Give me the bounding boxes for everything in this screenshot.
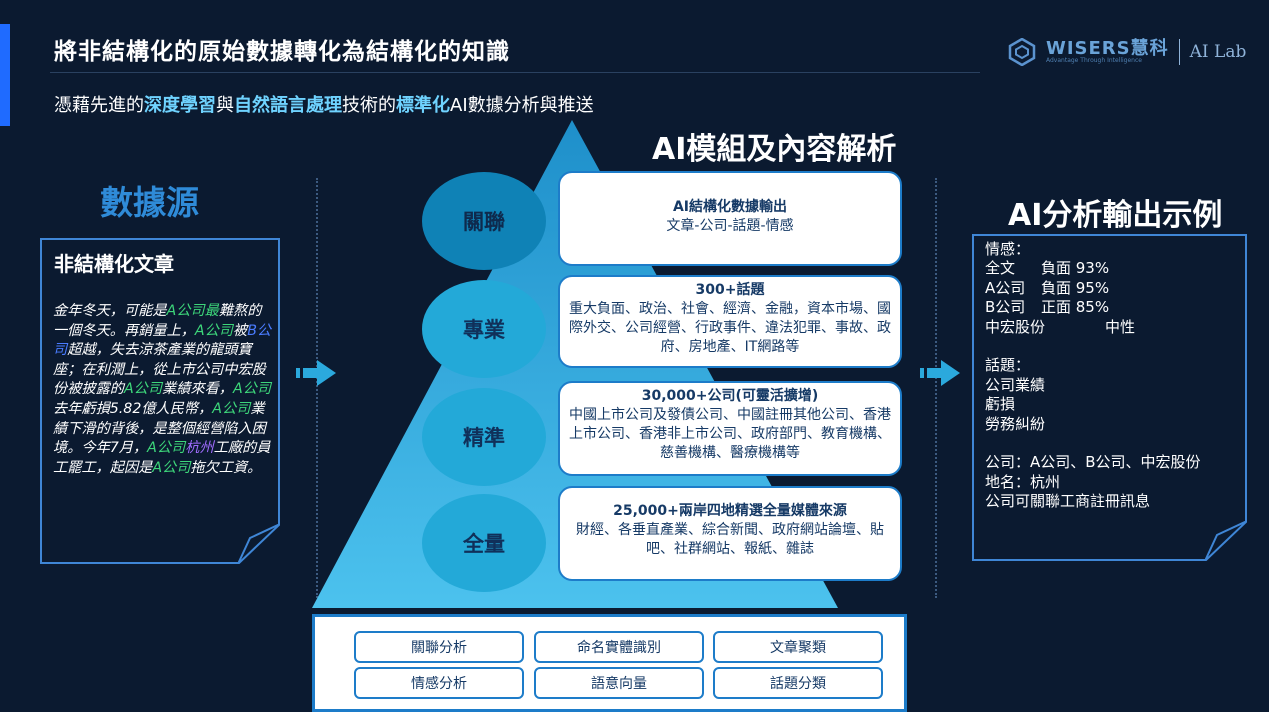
sentiment-entity: A公司 bbox=[985, 278, 1026, 297]
entity-highlight: 杭州 bbox=[185, 440, 214, 457]
page-fold-icon bbox=[1205, 521, 1247, 561]
article-segment: 超越，失去涼茶產業的龍頭寶座；在利潤上，從上市公司中宏股份被披露的 bbox=[53, 342, 266, 398]
arrow-right-icon bbox=[296, 360, 336, 386]
page-fold-icon bbox=[238, 524, 280, 564]
layer-info-title: 25,000+兩岸四地精選全量媒體來源 bbox=[613, 503, 847, 519]
entity-highlight: B公司 bbox=[53, 322, 272, 359]
subtitle-part: 與 bbox=[216, 95, 234, 116]
entity-highlight: A公司 bbox=[123, 381, 163, 398]
layer-circle-precise: 精準 bbox=[422, 388, 546, 486]
subtitle-part: 憑藉先進的 bbox=[54, 95, 144, 116]
logo-tagline: Advantage Through Intelligence bbox=[1046, 56, 1142, 64]
entity-highlight: A公司 bbox=[233, 381, 272, 398]
topics-label: 話題： bbox=[985, 356, 1031, 375]
spacer bbox=[985, 337, 1201, 356]
companies-line: 公司：A公司、B公司、中宏股份 bbox=[985, 453, 1201, 472]
article-segment: 業績來看， bbox=[162, 381, 233, 398]
subtitle-part: 技術的 bbox=[342, 95, 396, 116]
subtitle-highlight: 標準化 bbox=[396, 95, 450, 116]
sentiment-value: 負面 93% bbox=[1041, 259, 1110, 278]
layer-info-text: 重大負面、政治、社會、經濟、金融，資本市場、國際外交、公司經營、行政事件、違法犯… bbox=[569, 301, 891, 355]
topic-item: 公司業績 bbox=[985, 375, 1046, 394]
page-subtitle: 憑藉先進的深度學習與自然語言處理技術的標準化AI數據分析與推送 bbox=[54, 91, 594, 117]
subtitle-highlight: 深度學習 bbox=[144, 95, 216, 116]
layer-info-card: 300+話題 重大負面、政治、社會、經濟、金融，資本市場、國際外交、公司經營、行… bbox=[558, 275, 902, 368]
topic-item: 虧損 bbox=[985, 395, 1016, 414]
arrow-right-icon bbox=[920, 360, 960, 386]
capability-chip: 關聯分析 bbox=[354, 631, 524, 663]
layer-info-card: AI結構化數據輸出 文章-公司-話題-情感 bbox=[558, 171, 902, 266]
sentiment-row: 全文 負面 93% bbox=[985, 259, 1201, 278]
output-example-card: 情感： 全文負面 93% A公司負面 95% B公司正面 85% 中宏股份中性 … bbox=[972, 234, 1247, 561]
hexagon-logo-icon bbox=[1008, 38, 1036, 66]
page-title: 將非結構化的原始數據轉化為結構化的知識 bbox=[54, 39, 510, 65]
divider-right bbox=[935, 178, 937, 598]
article-segment: 拖欠工資。 bbox=[190, 459, 262, 476]
logo-text: WISERS慧科 Advantage Through Intelligence bbox=[1046, 37, 1169, 64]
sentiment-row: B公司正面 85% bbox=[985, 298, 1201, 317]
source-card-title: 非結構化文章 bbox=[54, 252, 174, 276]
article-segment: 業績下滑的背後，是整個經營陷入困境。今年7月， bbox=[53, 400, 266, 457]
sentiment-value: 中性 bbox=[1105, 317, 1136, 336]
article-segment: 去年虧損5.82億人民幣， bbox=[53, 400, 213, 417]
title-divider bbox=[50, 72, 980, 73]
logo-brand: WISERS慧科 bbox=[1046, 37, 1169, 59]
layer-info-title: AI結構化數據輸出 bbox=[672, 199, 788, 215]
spacer bbox=[985, 434, 1201, 453]
entity-highlight: 最 bbox=[204, 303, 219, 319]
layer-info-text: 財經、各垂直產業、綜合新聞、政府網站論壇、貼吧、社群網站、報紙、雜誌 bbox=[576, 522, 884, 557]
article-segment: 工廠的員工罷工，起因是 bbox=[53, 440, 271, 476]
sentiment-value: 正面 85% bbox=[1041, 298, 1110, 317]
sentiment-label: 情感： bbox=[985, 240, 1031, 258]
layer-info-text: 中國上市公司及發債公司、中國註冊其他公司、香港上市公司、香港非上市公司、政府部門… bbox=[569, 407, 891, 461]
capabilities-panel: 關聯分析 命名實體識別 文章聚類 情感分析 語意向量 話題分類 bbox=[312, 614, 907, 712]
sentiment-entity: B公司 bbox=[985, 298, 1026, 317]
place-line: 地名：杭州 bbox=[985, 472, 1061, 491]
source-article-card: 非結構化文章 金年冬天，可能是A公司最難熬的一個冬天。再銷量上，A公司被B公司超… bbox=[40, 238, 280, 564]
layer-circle-professional: 專業 bbox=[422, 280, 546, 378]
layer-info-title: 300+話題 bbox=[695, 282, 765, 298]
source-heading: 數據源 bbox=[100, 183, 199, 222]
sentiment-row: 中宏股份 中性 bbox=[985, 318, 1201, 337]
article-segment: 金年冬天，可能是 bbox=[53, 303, 167, 319]
sentiment-entity: 中宏股份 bbox=[985, 317, 1046, 336]
capability-chip: 話題分類 bbox=[713, 667, 883, 699]
entity-highlight: A公司 bbox=[166, 303, 205, 319]
source-article-text: 金年冬天，可能是A公司最難熬的一個冬天。再銷量上，A公司被B公司超越，失去涼茶產… bbox=[53, 302, 275, 478]
accent-bar bbox=[0, 24, 10, 126]
output-heading: AI分析輸出示例 bbox=[1008, 198, 1223, 233]
layer-info-title: 30,000+公司(可靈活擴增) bbox=[641, 388, 819, 404]
registry-line: 公司可關聯工商註冊訊息 bbox=[985, 492, 1151, 511]
sentiment-entity: 全文 bbox=[985, 259, 1016, 278]
logo-divider bbox=[1178, 39, 1180, 65]
capability-chip: 語意向量 bbox=[534, 667, 704, 699]
entity-highlight: A公司 bbox=[194, 322, 233, 339]
layer-circle-relation: 關聯 bbox=[422, 172, 546, 270]
subtitle-part: AI數據分析與推送 bbox=[450, 95, 594, 116]
article-segment: 難熬的一個冬天。再銷量上， bbox=[53, 303, 262, 339]
divider-left bbox=[316, 178, 318, 598]
article-segment: 被 bbox=[232, 322, 248, 339]
layer-info-card: 25,000+兩岸四地精選全量媒體來源 財經、各垂直產業、綜合新聞、政府網站論壇… bbox=[558, 486, 902, 581]
sentiment-value: 負面 95% bbox=[1041, 278, 1110, 297]
output-example-body: 情感： 全文負面 93% A公司負面 95% B公司正面 85% 中宏股份中性 … bbox=[985, 240, 1201, 512]
sentiment-row: A公司負面 95% bbox=[985, 279, 1201, 298]
entity-highlight: A公司 bbox=[147, 440, 186, 457]
layer-info-text: 文章-公司-話題-情感 bbox=[666, 218, 794, 234]
capability-chip: 命名實體識別 bbox=[534, 631, 704, 663]
model-heading: AI模組及內容解析 bbox=[652, 132, 897, 167]
layer-circle-full: 全量 bbox=[422, 494, 546, 592]
capability-chip: 情感分析 bbox=[354, 667, 524, 699]
layer-info-card: 30,000+公司(可靈活擴增) 中國上市公司及發債公司、中國註冊其他公司、香港… bbox=[558, 381, 902, 476]
logo-lab: AI Lab bbox=[1189, 42, 1247, 62]
topic-item: 勞務糾紛 bbox=[985, 414, 1046, 433]
wisers-logo: WISERS慧科 Advantage Through Intelligence … bbox=[1008, 38, 1246, 66]
subtitle-highlight: 自然語言處理 bbox=[234, 95, 342, 116]
capability-chip: 文章聚類 bbox=[713, 631, 883, 663]
entity-highlight: A公司 bbox=[152, 459, 191, 476]
entity-highlight: A公司 bbox=[212, 400, 251, 417]
